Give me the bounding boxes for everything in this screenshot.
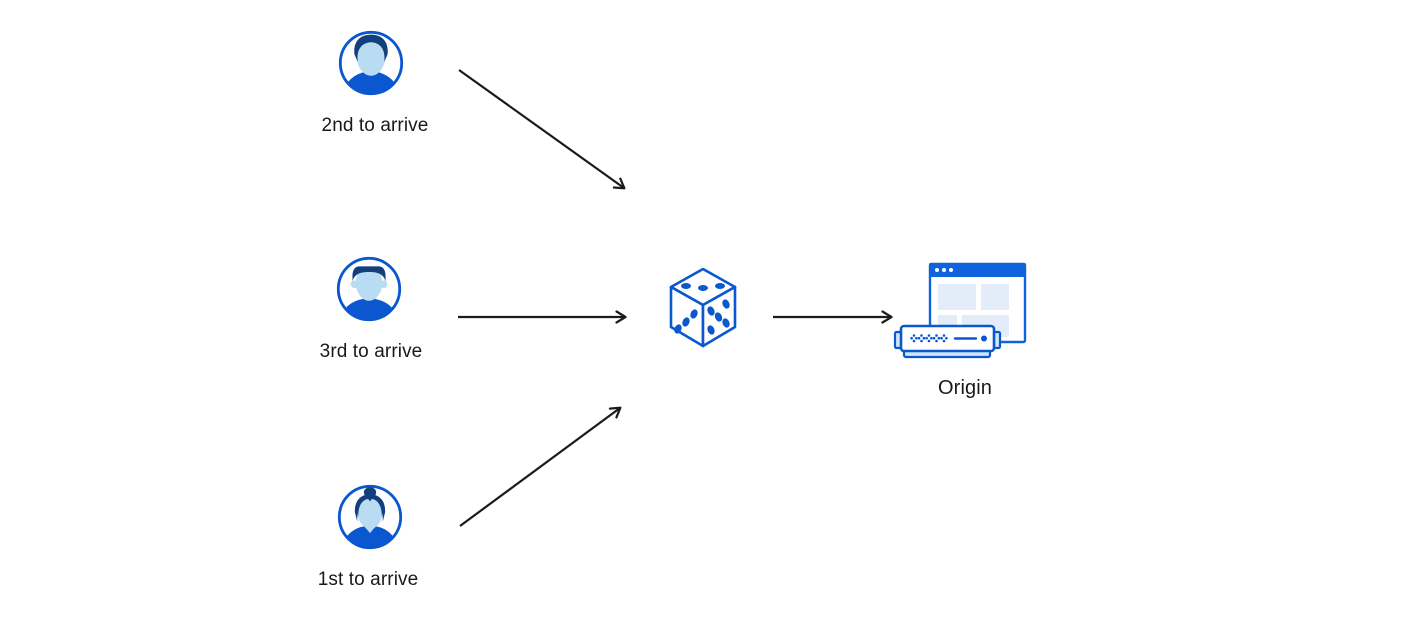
arrow-user3-to-dice [459, 406, 622, 527]
user3-label: 1st to arrive [317, 569, 419, 590]
server-appliance [893, 324, 1002, 359]
server-led-dots [910, 334, 948, 343]
male-short-hair-avatar-icon [336, 256, 402, 322]
origin-label: Origin [938, 377, 992, 399]
user2-label: 3rd to arrive [319, 341, 423, 362]
browser-titlebar [929, 263, 1026, 277]
browser-titlebar-dots [935, 268, 953, 272]
origin-server-browser-icon [893, 262, 1027, 359]
dice-icon [669, 267, 737, 348]
male-avatar-icon [338, 30, 404, 96]
arrow-user1-to-dice [458, 69, 626, 190]
user1-label: 2nd to arrive [321, 115, 429, 136]
female-avatar-icon [337, 484, 403, 550]
